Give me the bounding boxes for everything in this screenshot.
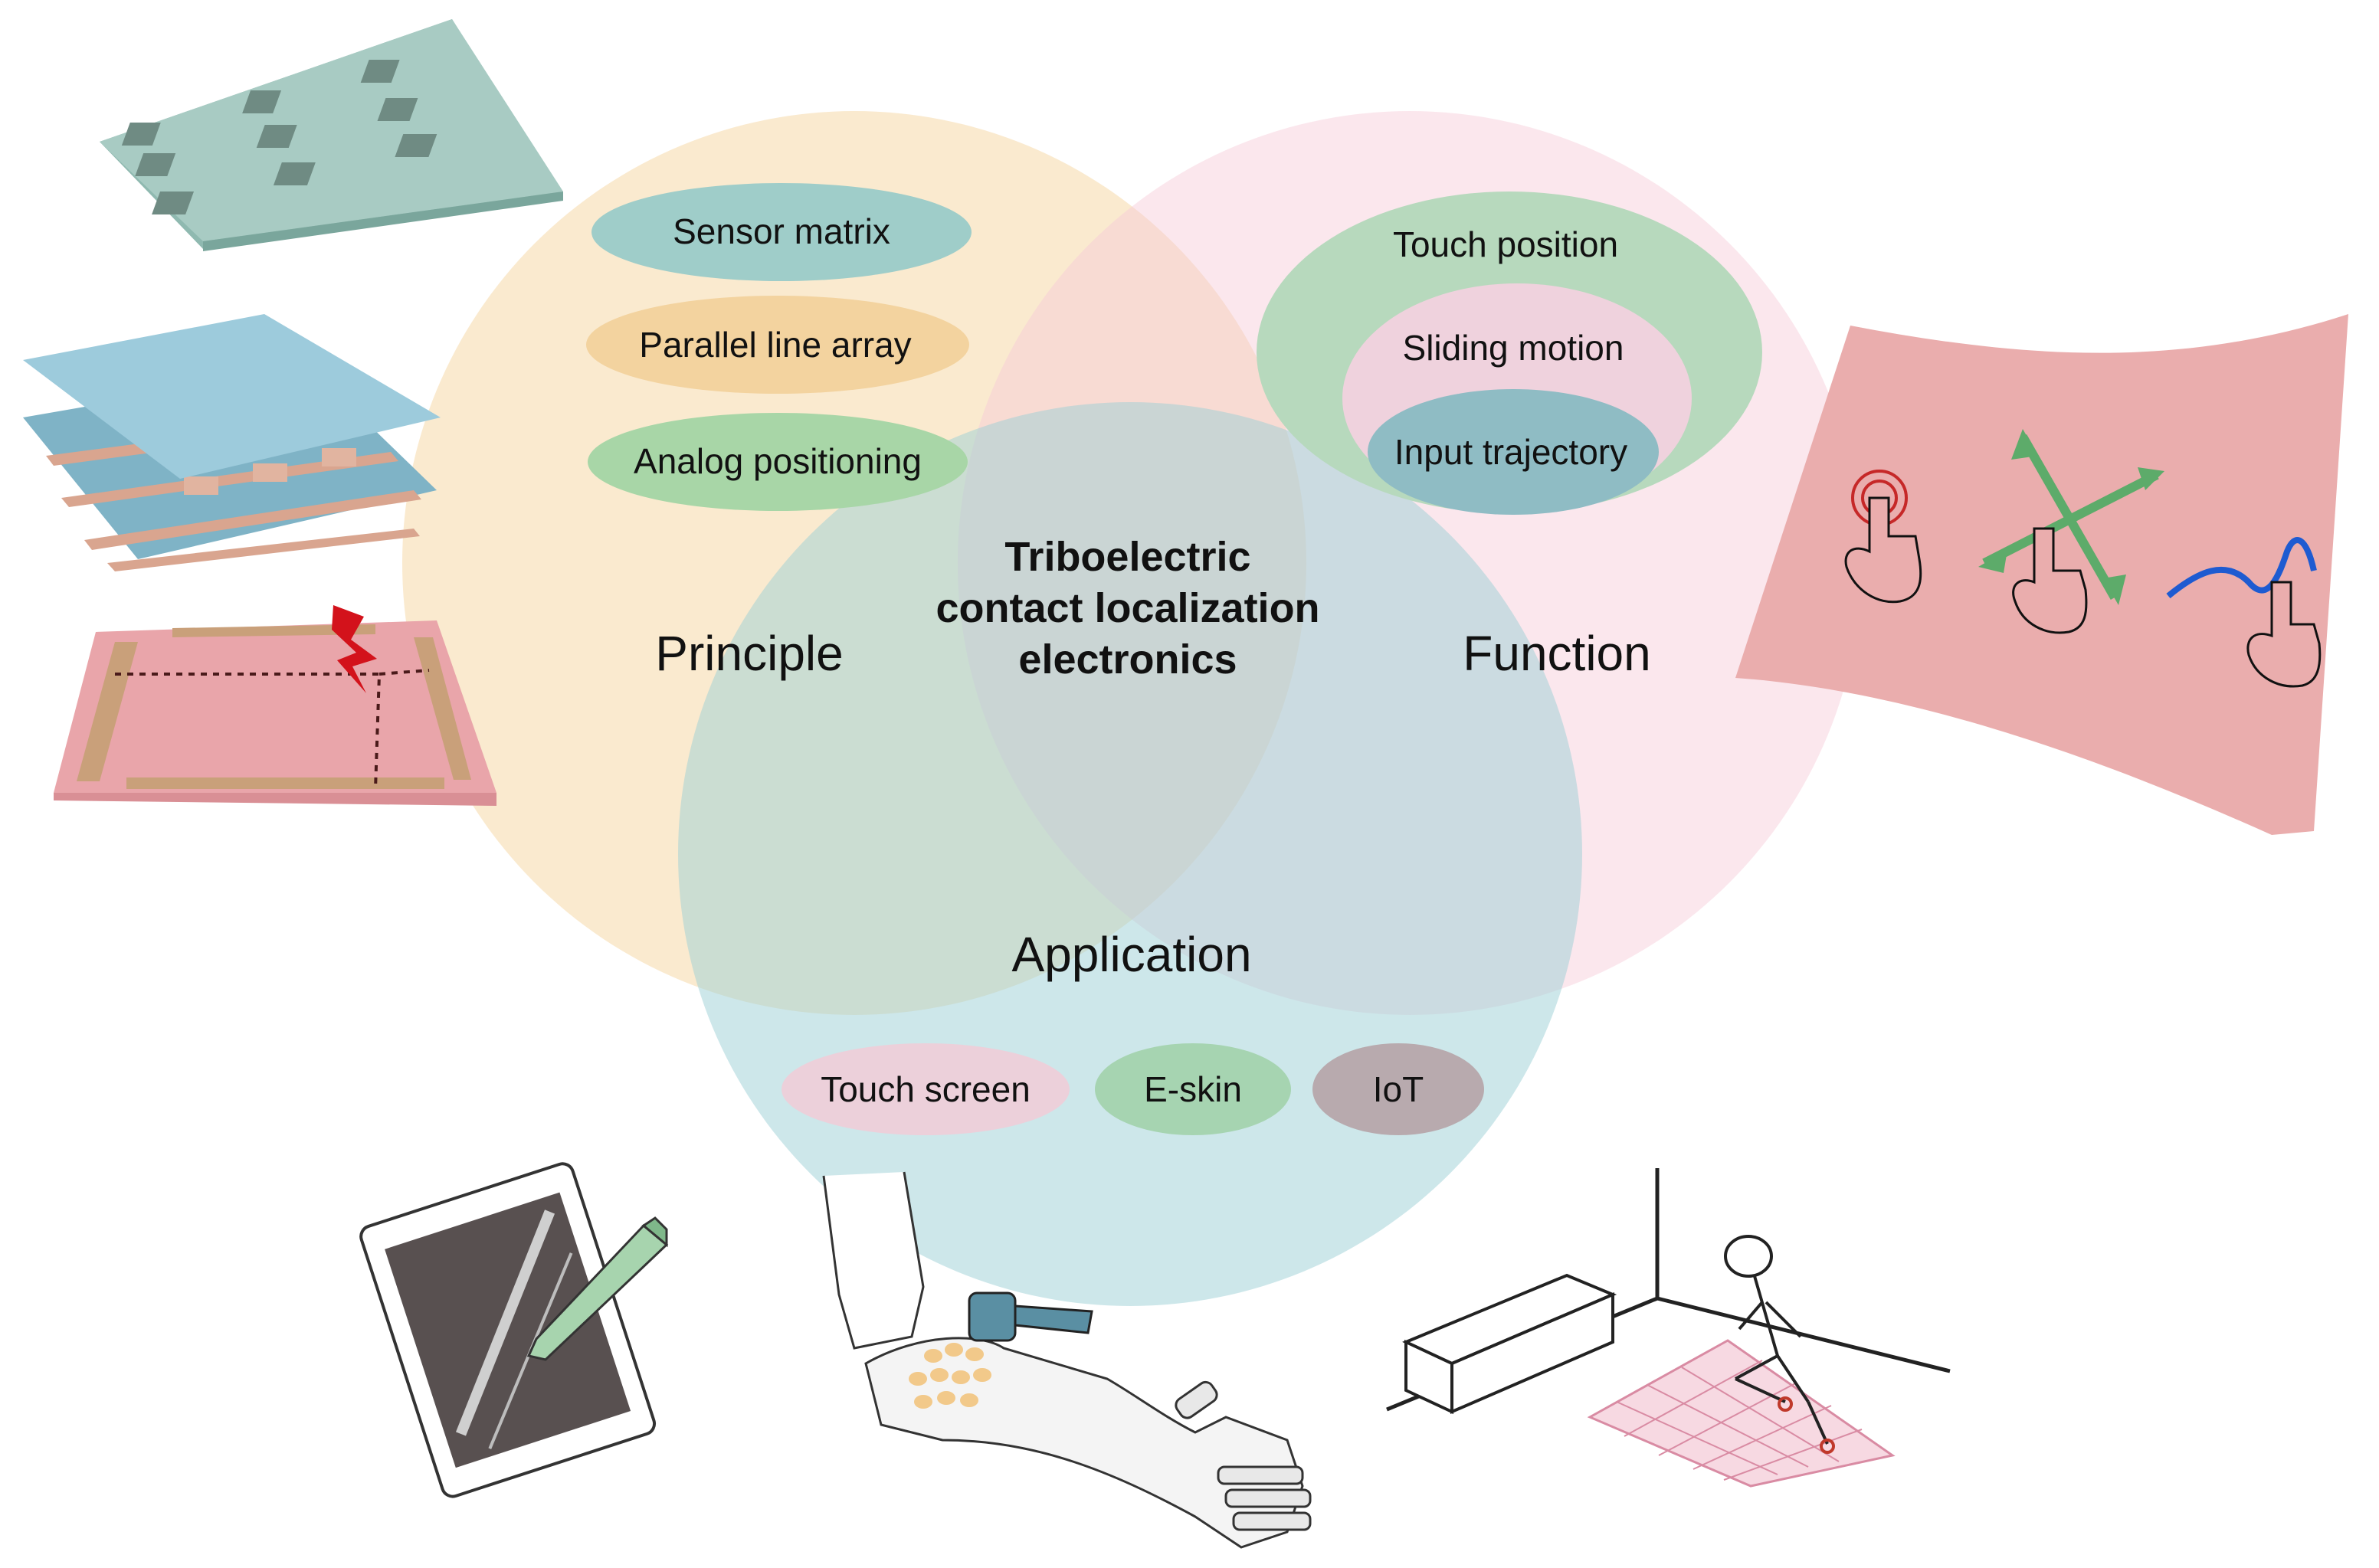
center-title-line1: Triboelectric (1004, 534, 1250, 580)
input-trajectory-label: Input trajectory (1394, 432, 1627, 472)
sensor-matrix-illustration (100, 19, 563, 251)
sensor-matrix-label: Sensor matrix (673, 211, 890, 251)
layered-electrode-illustration (23, 314, 441, 571)
principle-items: Sensor matrix Parallel line array Analog… (586, 183, 972, 511)
application-items: Touch screen E-skin IoT (782, 1043, 1484, 1135)
touch-position-label: Touch position (1393, 224, 1618, 264)
parallel-line-array-label: Parallel line array (639, 325, 911, 365)
sliding-motion-label: Sliding motion (1403, 328, 1624, 368)
hammer-icon (968, 1291, 1093, 1342)
touch-screen-pill (782, 1043, 1070, 1135)
prosthetic-arm-hammer-illustration (822, 1171, 1312, 1549)
input-trajectory-oval (1368, 389, 1659, 515)
tap-gesture-icon (1844, 470, 1922, 604)
walking-person-icon (1724, 1235, 1835, 1454)
box-shape (1402, 1273, 1617, 1415)
parallel-line-array-pill (586, 296, 969, 394)
application-label: Application (1011, 927, 1251, 982)
analog-positioning-pill (588, 413, 968, 511)
sensor-matrix-pill (591, 183, 972, 281)
eskin-pill (1095, 1043, 1291, 1135)
center-title-line2: contact localization (936, 585, 1319, 631)
curved-touch-panel-illustration (1735, 314, 2348, 835)
touch-screen-label: Touch screen (821, 1069, 1031, 1109)
floor-grid (1587, 1339, 1896, 1488)
eskin-label: E-skin (1144, 1069, 1242, 1109)
trajectory-curve-icon (2166, 537, 2322, 688)
center-title: Triboelectric contact localization elect… (936, 534, 1319, 683)
center-title-line3: electronics (1018, 637, 1237, 683)
tablet-pen-illustration (359, 1162, 669, 1498)
iot-label: IoT (1373, 1069, 1424, 1109)
analog-positioning-label: Analog positioning (634, 441, 922, 481)
iot-pill (1312, 1043, 1484, 1135)
analog-positioning-illustration (54, 605, 496, 806)
sliding-arrows-icon (1978, 429, 2164, 634)
principle-label: Principle (655, 626, 843, 681)
smart-floor-iot-illustration (1386, 1168, 1951, 1488)
function-label: Function (1463, 626, 1650, 681)
function-items: Touch position Sliding motion Input traj… (1257, 191, 1762, 515)
